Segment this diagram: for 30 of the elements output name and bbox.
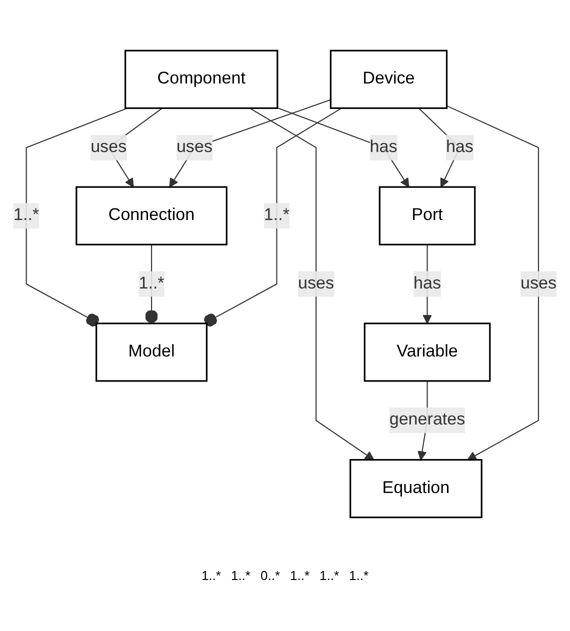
edge-label: has — [370, 138, 398, 156]
arrow — [249, 108, 374, 460]
edge-label: uses — [90, 138, 127, 156]
connector — [26, 108, 128, 326]
edge-label: uses — [298, 274, 334, 293]
edge-label: has — [446, 138, 474, 156]
edge-label: uses — [520, 274, 556, 293]
node-box: Model — [96, 322, 208, 382]
node-box: Port — [378, 186, 476, 246]
edge-label: 1..* — [264, 206, 290, 224]
node-box: Equation — [350, 459, 482, 518]
edge-label: 1..* — [14, 206, 40, 224]
multiplicity-label: 1..* — [230, 568, 250, 583]
node-box: Variable — [364, 322, 491, 382]
multiplicity-label: 0..* — [260, 568, 280, 583]
arrow — [446, 105, 539, 460]
edge-label: has — [414, 274, 441, 293]
connector — [204, 108, 342, 326]
edge-label: generates — [389, 410, 466, 429]
multiplicity-label: 1..* — [320, 568, 340, 583]
edge-label: 1..* — [138, 274, 164, 293]
edge-label: uses — [176, 138, 212, 156]
arrow — [169, 99, 331, 188]
node-box: Connection — [76, 186, 228, 246]
multiplicity-label: 1..* — [201, 568, 221, 583]
multiplicity-label: 1..* — [349, 568, 369, 583]
node-box: Component — [124, 50, 278, 109]
node-box: Device — [330, 50, 448, 109]
arrow — [277, 107, 410, 188]
multiplicity-label: 1..* — [290, 568, 310, 583]
